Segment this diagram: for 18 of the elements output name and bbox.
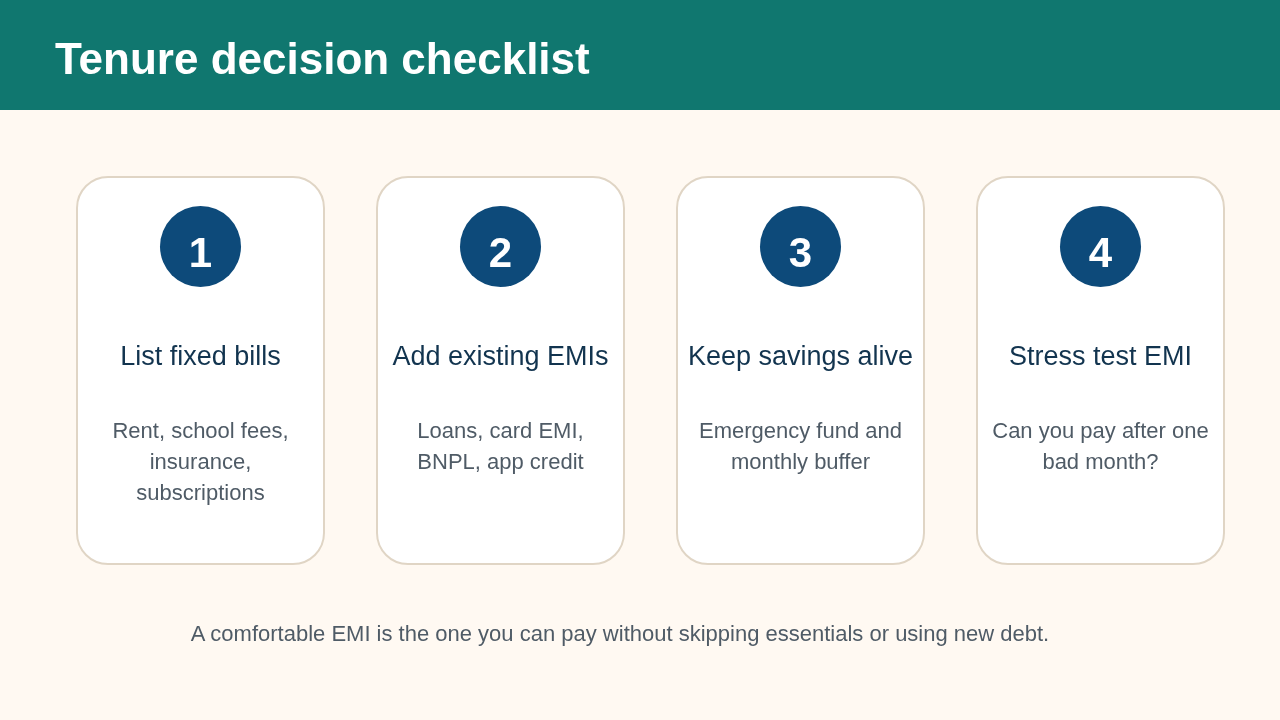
- step-title: List fixed bills: [120, 341, 281, 371]
- step-description: Emergency fund and monthly buffer: [699, 418, 902, 474]
- step-card: [676, 176, 925, 565]
- slide-title: Tenure decision checklist: [55, 34, 590, 84]
- step-card: [976, 176, 1225, 565]
- step-title: Stress test EMI: [1008, 341, 1192, 371]
- step-description: Rent, school fees, insurance, subscriptions: [112, 418, 289, 505]
- step-number-circle: 1: [160, 206, 241, 287]
- step-description: Loans, card EMI, BNPL, app credit: [417, 418, 584, 474]
- step-description: Can you pay after one bad month?: [992, 418, 1209, 474]
- step-number-circle: 4: [1060, 206, 1141, 287]
- step-number-circle: 3: [760, 206, 841, 287]
- step-title: Keep savings alive: [687, 341, 914, 371]
- footer-note: A comfortable EMI is the one you can pay without skipping essentials or using new debt.: [190, 621, 1050, 646]
- step-card: [376, 176, 625, 565]
- step-card: [76, 176, 325, 565]
- step-number-circle: 2: [460, 206, 541, 287]
- step-title: Add existing EMIs: [392, 341, 609, 371]
